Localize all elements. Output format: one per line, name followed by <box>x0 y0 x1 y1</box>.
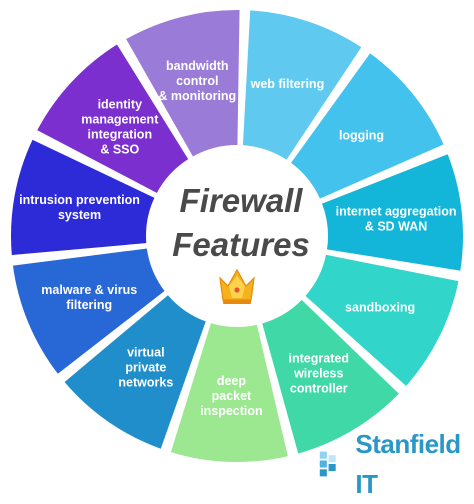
segment-8 <box>9 137 158 258</box>
segment-label-line: deep <box>217 374 247 388</box>
segment-4 <box>259 297 402 457</box>
segment-10 <box>123 8 242 160</box>
crown-icon <box>219 268 255 304</box>
segment-label-line: & monitoring <box>158 89 236 103</box>
center-title-line2: Features <box>172 226 310 263</box>
segment-label-line: integration <box>88 128 153 142</box>
center-title-line1: Firewall <box>180 182 304 219</box>
segment-label-line: networks <box>118 375 173 389</box>
segment-label-line: & SSO <box>100 143 139 157</box>
segment-label-0: web filtering <box>250 77 325 91</box>
segment-9 <box>34 41 191 196</box>
segment-label-line: packet <box>212 389 252 403</box>
segment-label-line: logging <box>339 129 384 143</box>
segment-0 <box>240 8 365 163</box>
brand-name: Stanfield IT <box>355 429 461 499</box>
segment-label-line: controller <box>290 382 348 396</box>
stanfield-logo-icon <box>319 451 336 477</box>
segment-label-line: inspection <box>200 404 263 418</box>
segment-label-line: private <box>125 360 166 374</box>
segment-label-line: control <box>176 74 218 88</box>
segment-label-line: virtual <box>127 345 165 359</box>
segment-label-line: management <box>81 113 159 127</box>
segment-label-line: wireless <box>293 367 343 381</box>
segments: web filtering logging internet aggregation… <box>9 8 465 464</box>
feature-wheel: web filtering logging internet aggregation… <box>9 8 465 464</box>
segment-label-line: integrated <box>289 352 349 366</box>
segment-3 <box>302 252 461 389</box>
segment-label-line: internet aggregation <box>336 204 457 218</box>
segment-label-3: sandboxing <box>345 301 415 315</box>
brand-logo-block: Stanfield IT <box>318 424 474 504</box>
segment-6 <box>61 292 209 452</box>
segment-1 <box>288 50 447 202</box>
segment-7 <box>10 246 168 377</box>
segment-label-line: intrusion prevention <box>19 193 140 207</box>
segment-label-line: identity <box>98 98 142 112</box>
center-circle <box>155 154 319 318</box>
firewall-features-diagram: web filtering logging internet aggregation… <box>9 8 465 499</box>
segment-2 <box>319 151 465 273</box>
segment-label-line: malware & virus <box>41 283 137 297</box>
segment-label-line: bandwidth <box>166 59 229 73</box>
segment-label-line: & SD WAN <box>365 219 428 233</box>
segment-label-2: internet aggregation& SD WAN <box>336 204 457 233</box>
segment-label-line: system <box>58 208 101 222</box>
segment-label-1: logging <box>339 129 384 143</box>
segment-label-line: sandboxing <box>345 301 415 315</box>
segment-label-line: web filtering <box>250 77 325 91</box>
segment-label-line: filtering <box>66 298 112 312</box>
segment-5 <box>168 320 291 464</box>
